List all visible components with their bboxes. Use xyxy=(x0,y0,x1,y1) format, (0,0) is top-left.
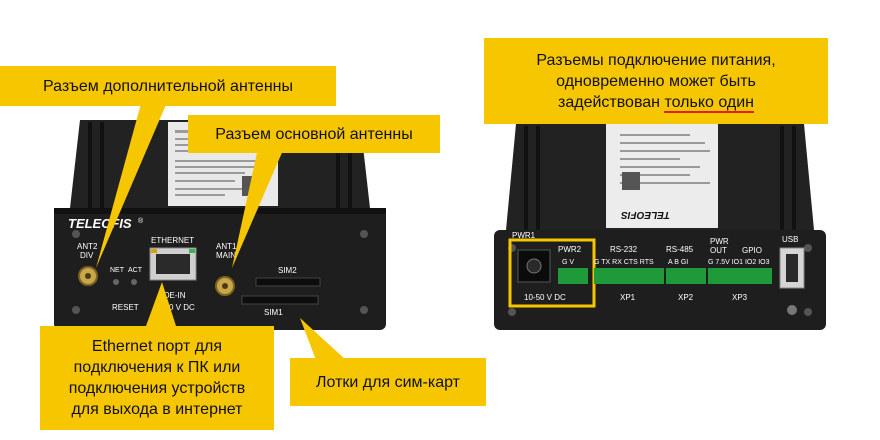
pwr2-label: PWR2 xyxy=(558,245,582,254)
xp2-label: XP2 xyxy=(678,293,694,302)
gpio-label: GPIO xyxy=(742,246,762,255)
ant2-sub-label: DIV xyxy=(80,251,94,260)
pwr-out-sub-label: OUT xyxy=(710,246,727,255)
pwr2-pins-label: G V xyxy=(562,259,574,266)
callout-power-line1: Разъемы подключение питания, xyxy=(536,51,776,69)
gpio-pins-label: G 7.5V IO1 IO2 IO3 xyxy=(708,259,770,266)
xp3-label: XP3 xyxy=(732,293,748,302)
ant2-label: ANT2 xyxy=(77,242,98,251)
xp2-terminal[interactable] xyxy=(666,268,706,284)
act-led-label: ACT xyxy=(128,267,143,274)
xp3-terminal[interactable] xyxy=(708,268,772,284)
xp1-terminal[interactable] xyxy=(594,268,664,284)
pwr1-voltage-label: 10-50 V DC xyxy=(524,293,566,302)
callout-power: Разъемы подключение питания, одновременн… xyxy=(484,38,828,124)
arrow-extra-antenna xyxy=(96,100,168,268)
callout-power-emphasis: только один xyxy=(664,93,754,113)
pwr2-terminal[interactable] xyxy=(558,268,588,284)
poe-voltage-label: 10-50 V DC xyxy=(153,303,195,312)
sim2-slot[interactable] xyxy=(255,277,321,287)
rs485-pins-label: A B GI xyxy=(668,259,688,266)
pwr1-label: PWR1 xyxy=(512,231,536,240)
callout-power-line3-prefix: задействован xyxy=(558,93,665,111)
ground-screw xyxy=(787,305,797,315)
callout-main-antenna: Разъем основной антенны xyxy=(188,115,440,153)
rs232-label: RS-232 xyxy=(610,245,638,254)
callout-sim-trays: Лотки для сим-карт xyxy=(290,358,486,406)
arrow-sim-trays xyxy=(300,318,346,360)
pwr-out-label: PWR xyxy=(710,237,729,246)
sim1-slot[interactable] xyxy=(241,295,319,305)
ethernet-label: ETHERNET xyxy=(151,236,194,245)
net-led xyxy=(113,279,119,285)
callout-power-line3: задействован только один xyxy=(558,92,754,113)
sim2-label: SIM2 xyxy=(278,266,297,275)
arrow-ethernet xyxy=(146,282,176,326)
sim1-label: SIM1 xyxy=(264,308,283,317)
rs232-pins-label: G TX RX CTS RTS xyxy=(594,259,654,266)
poe-label: POE-IN xyxy=(158,291,186,300)
callout-power-line2: одновременно может быть xyxy=(556,72,756,90)
xp1-label: XP1 xyxy=(620,293,636,302)
back-brand: TELEOFIS xyxy=(621,209,670,220)
front-brand-mark: ® xyxy=(138,217,144,225)
act-led xyxy=(131,279,137,285)
ant1-sub-label: MAIN xyxy=(216,251,236,260)
callout-extra-antenna: Разъем дополнительной антенны xyxy=(0,66,336,106)
rs485-label: RS-485 xyxy=(666,245,694,254)
usb-label: USB xyxy=(782,235,798,244)
callout-ethernet: Ethernet порт для подключения к ПК или п… xyxy=(40,326,274,430)
back-device: TELEOFIS PWR1 10-50 V DC PWR2 G V RS-232… xyxy=(494,124,826,330)
arrow-main-antenna xyxy=(232,148,284,268)
reset-label: RESET xyxy=(112,303,139,312)
net-led-label: NET xyxy=(110,267,125,274)
ant1-label: ANT1 xyxy=(216,242,237,251)
